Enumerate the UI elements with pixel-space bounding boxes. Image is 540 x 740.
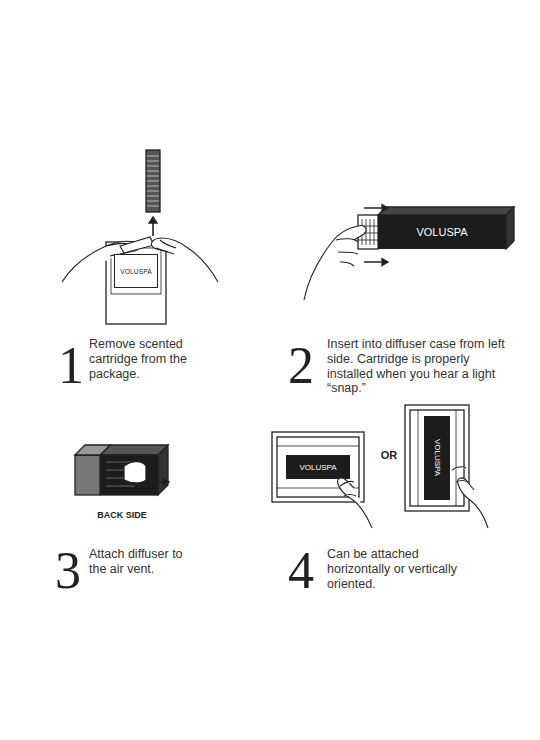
brand-text: VOLUSPA <box>433 439 442 476</box>
hand <box>458 478 488 528</box>
brand-text: VOLUSPA <box>299 463 336 472</box>
or-label: OR <box>374 449 404 462</box>
hand <box>338 478 372 528</box>
brand-text: VOLUSPA <box>120 268 152 275</box>
step-number: 4 <box>288 545 322 597</box>
diffuser-case: VOLUSPA <box>378 215 506 249</box>
diffuser-vertical: VOLUSPA <box>424 416 450 500</box>
hand <box>452 467 468 482</box>
scented-cartridge <box>146 150 160 212</box>
brand-text: VOLUSPA <box>416 226 467 238</box>
hand <box>340 481 356 496</box>
attach-arrow <box>150 479 169 486</box>
package-label: VOLUSPA <box>114 254 158 288</box>
step-instruction: Attach diffuser to the air vent. <box>89 547 201 577</box>
step-instruction: Insert into diffuser case from left side… <box>327 337 507 396</box>
package <box>106 242 166 324</box>
step-number: 1 <box>58 340 88 392</box>
diffuser-case <box>358 207 514 249</box>
arrow-up <box>149 217 157 236</box>
side-label: BACK SIDE <box>97 510 147 521</box>
step-instruction: Can be attached horizontally or vertical… <box>327 547 457 591</box>
step-number: 3 <box>55 545 85 597</box>
hand <box>304 226 366 300</box>
step-number: 2 <box>288 340 322 392</box>
air-vent-vertical <box>405 405 469 511</box>
diffuser-horizontal: VOLUSPA <box>286 455 350 479</box>
step-instruction: Remove scented cartridge from the packag… <box>89 337 207 381</box>
diffuser-back <box>75 445 168 495</box>
